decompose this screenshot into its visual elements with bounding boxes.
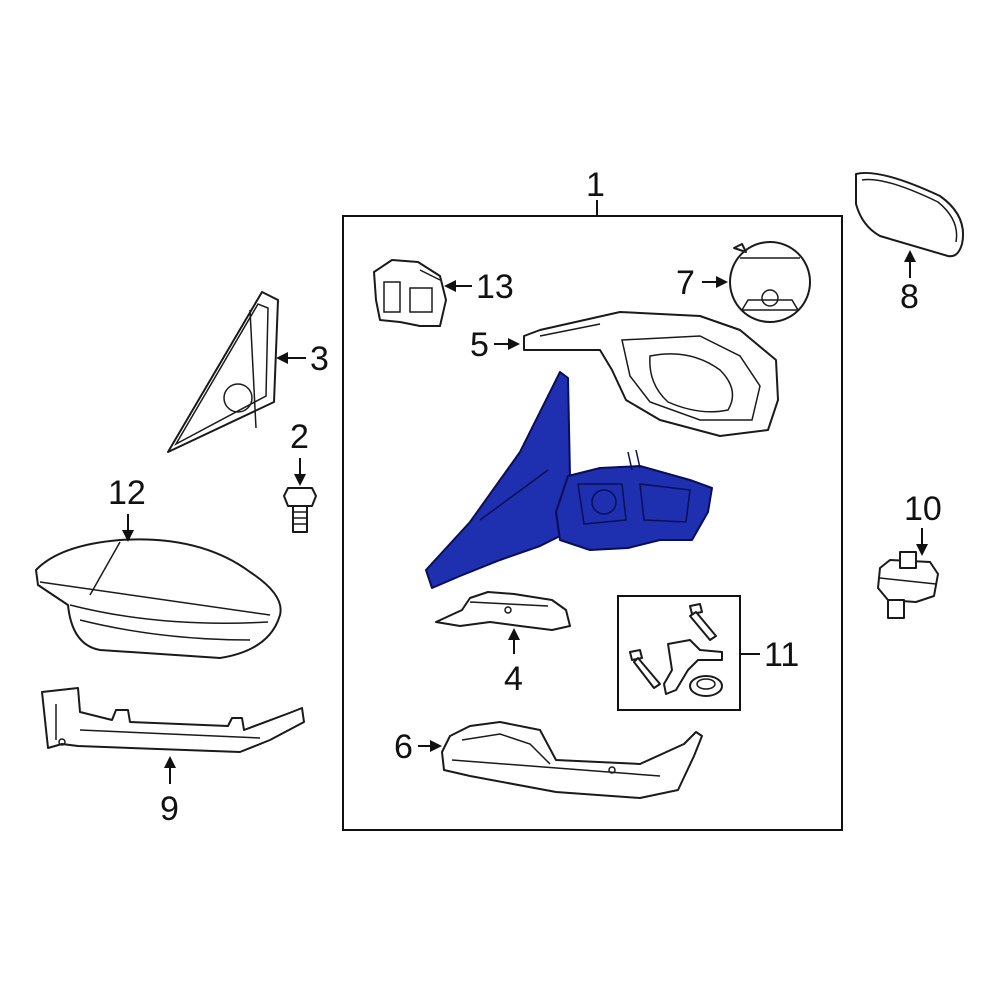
callout-12: 12 bbox=[108, 474, 146, 512]
part-6-lower-housing[interactable] bbox=[441, 721, 703, 799]
callout-4-arrow bbox=[508, 628, 520, 640]
callout-3-arrow bbox=[276, 352, 288, 364]
part-1-mirror-base-highlight[interactable] bbox=[425, 371, 713, 589]
callout-9-arrow bbox=[164, 756, 176, 768]
part-4-bracket[interactable] bbox=[435, 591, 571, 631]
callout-10: 10 bbox=[904, 490, 942, 528]
callout-7: 7 bbox=[676, 264, 695, 302]
part-13-control-module[interactable] bbox=[373, 259, 447, 327]
callout-2-arrow bbox=[294, 474, 306, 486]
part-2-bolt[interactable] bbox=[283, 487, 317, 533]
callout-9: 9 bbox=[160, 790, 179, 828]
callout-2: 2 bbox=[290, 418, 309, 456]
callout-1: 1 bbox=[586, 166, 605, 204]
callout-11: 11 bbox=[764, 636, 799, 674]
part-12-mirror-cover[interactable] bbox=[35, 538, 282, 659]
callout-5: 5 bbox=[470, 326, 489, 364]
callout-12-arrow bbox=[122, 530, 134, 542]
callout-6-arrow bbox=[430, 740, 442, 752]
part-7-motor[interactable] bbox=[729, 241, 811, 323]
part-9-lower-trim[interactable] bbox=[41, 687, 305, 753]
callout-13-arrow bbox=[444, 280, 456, 292]
part-8-mirror-glass[interactable] bbox=[855, 171, 964, 258]
callout-4: 4 bbox=[504, 660, 523, 698]
part-10-sensor[interactable] bbox=[877, 551, 939, 619]
callout-10-arrow bbox=[916, 544, 928, 556]
assembly-frame bbox=[342, 215, 843, 831]
callout-3: 3 bbox=[310, 340, 329, 378]
callout-8-arrow bbox=[904, 250, 916, 262]
callout-5-arrow bbox=[508, 338, 520, 350]
callout-13: 13 bbox=[476, 268, 514, 306]
part-5-housing[interactable] bbox=[523, 311, 779, 437]
callout-8: 8 bbox=[900, 278, 919, 316]
callout-7-arrow bbox=[716, 276, 728, 288]
part-3-sail-trim[interactable] bbox=[167, 291, 279, 453]
callout-6: 6 bbox=[394, 728, 413, 766]
part-11-hardware-kit[interactable] bbox=[629, 603, 723, 697]
